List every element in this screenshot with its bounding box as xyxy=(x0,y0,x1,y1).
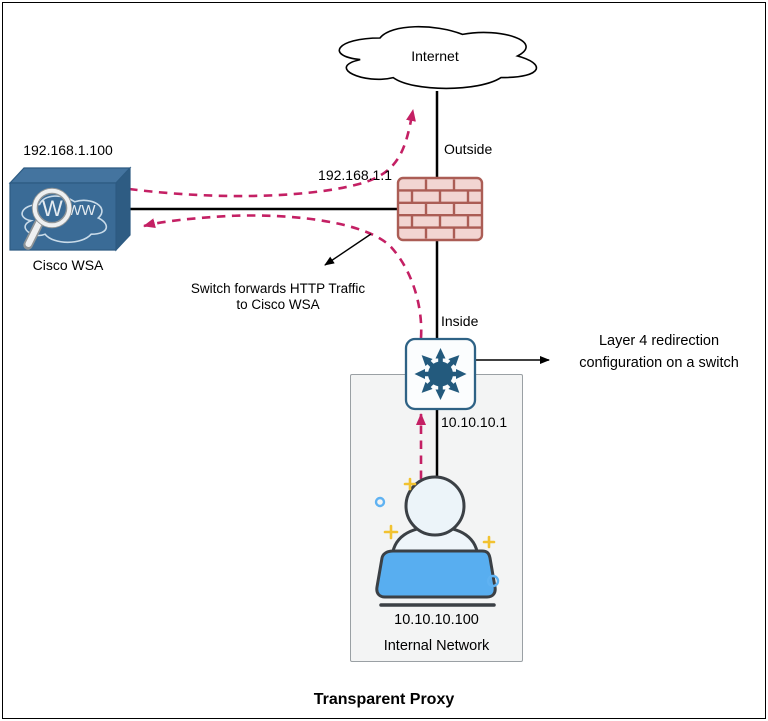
wsa-cloud-text-magnified: W xyxy=(42,196,63,221)
internet-cloud-icon xyxy=(338,25,538,90)
switch-ip-label: 10.10.10.1 xyxy=(441,414,508,430)
traffic-switch-to-wsa xyxy=(143,214,423,339)
layer4-annotation: Layer 4 redirection configuration on a s… xyxy=(552,331,766,374)
forward-annotation-line2: to Cisco WSA xyxy=(236,296,320,312)
arrow-to-forward-note xyxy=(324,233,372,266)
magnifier-icon xyxy=(23,187,73,250)
forward-annotation-line1: Switch forwards HTTP Traffic xyxy=(190,281,366,296)
firewall-body xyxy=(396,176,484,242)
traffic-flows xyxy=(128,109,426,479)
sparkle-circle-icon xyxy=(374,496,386,508)
internal-ip-label: 10.10.10.100 xyxy=(394,612,479,628)
sparkle-circle-icon xyxy=(486,574,500,588)
user-head xyxy=(404,475,466,537)
cisco-wsa-icon: W WW xyxy=(8,166,132,252)
cloud-shape xyxy=(338,25,538,90)
wsa-name-label: Cisco WSA xyxy=(32,257,104,273)
annotation-arrows xyxy=(324,233,550,364)
traffic-wsa-to-internet xyxy=(128,109,416,198)
firewall-icon xyxy=(396,176,484,242)
wsa-cloud-outline xyxy=(21,195,107,244)
laptop-icon xyxy=(375,549,497,599)
switch-inside-label: Inside xyxy=(441,313,479,329)
diagram-title: Transparent Proxy xyxy=(313,691,455,708)
layer4-annotation-line1: Layer 4 redirection xyxy=(598,333,720,349)
forward-annotation: Switch forwards HTTP Traffic to Cisco WS… xyxy=(156,281,400,312)
wsa-cloud-text: W WW xyxy=(42,196,96,221)
firewall-bricks xyxy=(399,179,481,239)
internet-label: Internet xyxy=(411,48,459,64)
switch-hub xyxy=(428,361,453,387)
layer4-annotation-line2: configuration on a switch xyxy=(579,354,739,371)
wsa-side-face xyxy=(115,166,131,252)
switch-icon xyxy=(404,337,477,411)
network-links xyxy=(125,91,439,478)
wsa-www-cloud xyxy=(21,195,107,244)
user-icon xyxy=(374,475,500,607)
wsa-ip-label: 192.168.1.100 xyxy=(23,142,113,158)
sparkle-plus-icons xyxy=(383,477,496,549)
firewall-outside-ip-label: 192.168.1.1 xyxy=(318,167,392,183)
firewall-outside-label: Outside xyxy=(444,141,493,157)
wsa-top-face xyxy=(8,167,132,184)
wsa-cloud-text-rest: WW xyxy=(67,202,96,219)
internal-network-label: Internal Network xyxy=(383,638,490,654)
